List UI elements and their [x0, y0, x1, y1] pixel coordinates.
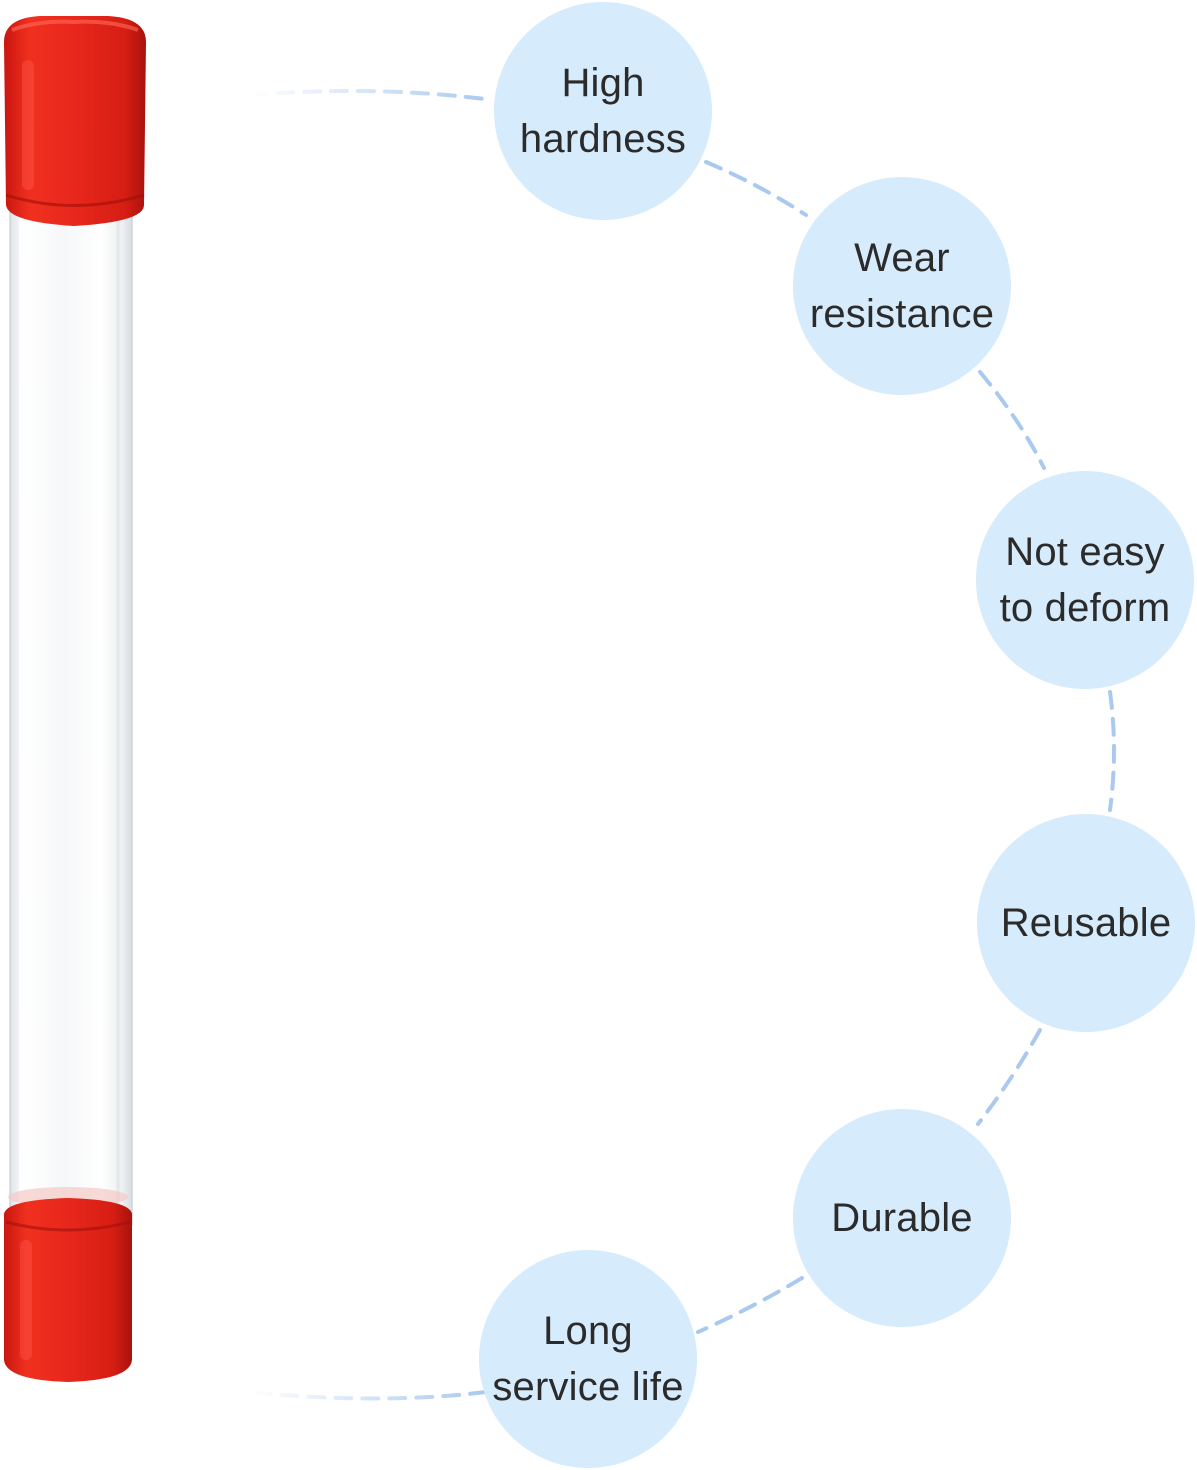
- feature-bubble-long-service-life: Long service life: [479, 1250, 697, 1468]
- feature-label: Reusable: [1000, 901, 1172, 945]
- tube-icon: [4, 16, 146, 1382]
- feature-label: High hardness: [519, 61, 687, 161]
- feature-label: Durable: [831, 1196, 973, 1240]
- feature-bubble-reusable: Reusable: [977, 814, 1195, 1032]
- feature-bubble-durable: Durable: [793, 1109, 1011, 1327]
- feature-bubble-high-hardness: High hardness: [494, 2, 712, 220]
- feature-label: Long service life: [492, 1309, 684, 1409]
- feature-bubble-not-easy-to-deform: Not easy to deform: [976, 471, 1194, 689]
- feature-bubble-wear-resistance: Wear resistance: [793, 177, 1011, 395]
- top-cap-icon: [4, 16, 146, 226]
- feature-label: Not easy to deform: [999, 530, 1171, 630]
- connector-arc: [248, 89, 1116, 1401]
- feature-label: Wear resistance: [809, 236, 995, 336]
- bottom-cap-icon: [4, 1198, 132, 1382]
